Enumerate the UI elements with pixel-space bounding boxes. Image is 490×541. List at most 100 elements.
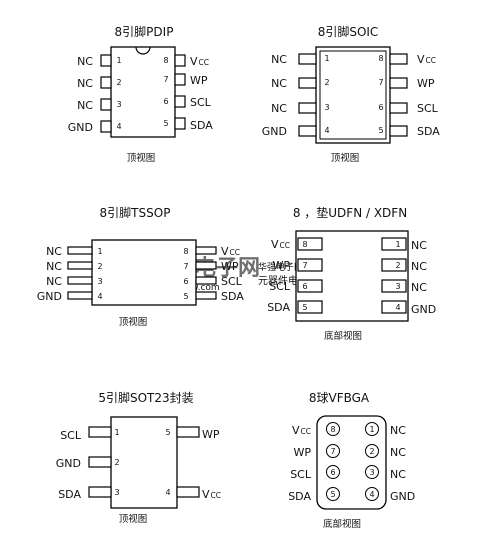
pin-number: 4: [165, 488, 170, 497]
pin-lead: [174, 95, 186, 108]
pin-number: 2: [114, 458, 119, 467]
pad: [297, 300, 323, 314]
view-caption: 顶视图: [119, 513, 148, 525]
ball: [326, 465, 340, 479]
pin-number: 2: [116, 78, 121, 87]
ball: [365, 422, 379, 436]
ball-label: NC: [390, 424, 406, 437]
pin-lead: [88, 456, 112, 468]
pin-label: NC: [271, 53, 287, 66]
pin-number: 4: [324, 126, 329, 135]
pin-number: 2: [324, 78, 329, 87]
pin-lead: [100, 98, 112, 111]
ball-label: VCC: [292, 424, 311, 437]
ball-number: 2: [369, 447, 374, 456]
pad-label: GND: [411, 303, 436, 316]
pin-number: 6: [378, 103, 383, 112]
package-body: [110, 416, 178, 509]
ball: [365, 487, 379, 501]
pin-lead: [67, 276, 93, 285]
pin-lead: [389, 77, 408, 89]
pin-number: 5: [165, 428, 170, 437]
pin-number: 6: [163, 97, 168, 106]
pin-label: GND: [37, 290, 62, 303]
pad-label: NC: [411, 281, 427, 294]
pin-label: GND: [56, 457, 81, 470]
ball: [365, 465, 379, 479]
ball: [326, 422, 340, 436]
pin-number: 8: [163, 56, 168, 65]
ball-number: 3: [369, 468, 374, 477]
pin-label: GND: [262, 125, 287, 138]
pin-lead: [174, 117, 186, 130]
pin-number: 8: [183, 247, 188, 256]
pad: [297, 237, 323, 251]
package-body-inner: [319, 50, 387, 140]
pin-number: 3: [97, 277, 102, 286]
package-body: [110, 46, 176, 138]
pad-label: NC: [411, 260, 427, 273]
pin-number: 1: [324, 54, 329, 63]
pin-lead: [67, 261, 93, 270]
pad: [381, 237, 407, 251]
ball-label: GND: [390, 490, 415, 503]
pin-number: 5: [183, 292, 188, 301]
pin-lead: [195, 291, 217, 300]
pin-label: SDA: [417, 125, 440, 138]
pin-label: NC: [46, 245, 62, 258]
ball-label: SDA: [288, 490, 311, 503]
pad-number: 1: [395, 240, 400, 249]
pin-lead: [100, 76, 112, 89]
ball-label: NC: [390, 468, 406, 481]
pin-label: SCL: [417, 102, 439, 115]
pin-label: WP: [221, 260, 239, 273]
pin-number: 7: [378, 78, 383, 87]
pad-label: WP: [272, 259, 290, 272]
ball-label: SCL: [290, 468, 312, 481]
package-body: [316, 415, 387, 510]
ball-number: 8: [330, 425, 335, 434]
ball-number: 7: [330, 447, 335, 456]
package-body: [91, 239, 197, 306]
pin-lead: [298, 102, 317, 114]
pad-label: VCC: [271, 238, 290, 251]
view-caption: 底部视图: [324, 330, 362, 342]
pin-lead: [67, 291, 93, 300]
package-title: 8 ，垫UDFN / XDFN: [293, 205, 407, 220]
package-title: 8引脚PDIP: [115, 24, 174, 39]
pad: [297, 279, 323, 293]
pin-number: 5: [163, 119, 168, 128]
pad-number: 2: [395, 261, 400, 270]
pin-label: WP: [202, 428, 220, 441]
pin-number: 6: [183, 277, 188, 286]
ball-label: NC: [390, 446, 406, 459]
pin-number: 1: [114, 428, 119, 437]
pin-lead: [298, 77, 317, 89]
pin-lead: [176, 426, 200, 438]
ball-label: WP: [293, 446, 311, 459]
pin-label: NC: [46, 275, 62, 288]
pin-number: 1: [116, 56, 121, 65]
pin-label: VCC: [417, 53, 436, 66]
pin-label: WP: [417, 77, 435, 90]
pad: [381, 279, 407, 293]
pin-number: 7: [163, 75, 168, 84]
pad: [297, 258, 323, 272]
pin-number: 3: [324, 103, 329, 112]
pad-label: SDA: [267, 301, 290, 314]
pin-number: 3: [114, 488, 119, 497]
pin-lead: [389, 125, 408, 137]
pad-number: 8: [302, 240, 307, 249]
pin-lead: [195, 276, 217, 285]
package-soic: 8引脚SOIC 1 2 3 4 NC NC NC GND 8 7 6 5 VCC…: [262, 24, 440, 164]
package-udfn: 8 ，垫UDFN / XDFN 8 7 6 5 VCC WP SCL SDA 1…: [267, 205, 436, 342]
pin-label: SDA: [190, 119, 213, 132]
pad: [381, 300, 407, 314]
ball: [365, 444, 379, 458]
ball: [326, 487, 340, 501]
view-caption: 顶视图: [127, 152, 156, 164]
watermark-tagline: 华强电子网: [258, 261, 303, 273]
package-title: 8球VFBGA: [309, 391, 370, 405]
pad-number: 6: [302, 282, 307, 291]
pad-number: 3: [395, 282, 400, 291]
